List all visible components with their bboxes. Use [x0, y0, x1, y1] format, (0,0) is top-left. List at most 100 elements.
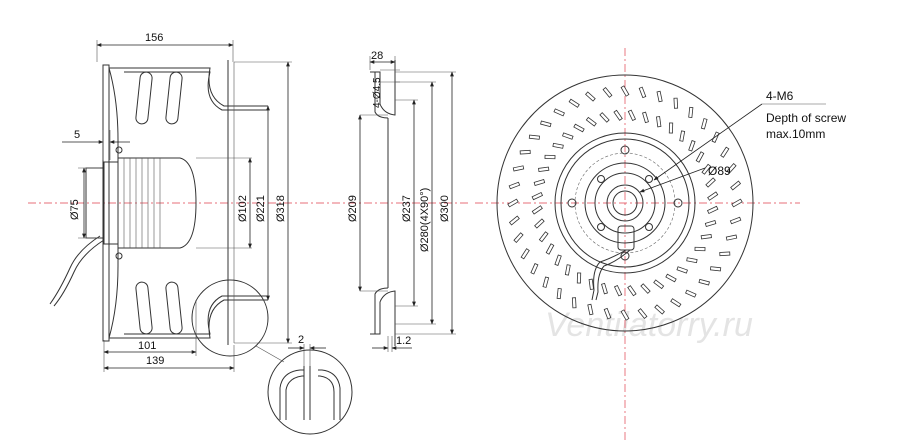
blade-slot	[706, 205, 719, 215]
section-view: 28 4-Ø4.5 Ø209 Ø237 Ø280(4X90°) Ø300 1.2	[347, 50, 456, 352]
blade-slot	[571, 297, 577, 309]
detail-view: 2	[267, 334, 353, 435]
blade-slot	[540, 120, 552, 128]
dim-d221: Ø221	[255, 195, 267, 222]
dim-d300: Ø300	[439, 195, 451, 222]
blade-slot	[568, 98, 580, 108]
blade-slot	[670, 298, 682, 308]
blade-slot	[638, 86, 647, 99]
blade-slot	[725, 234, 738, 241]
section-profile-top	[370, 60, 396, 116]
blade-slot	[585, 116, 597, 127]
screw-hole	[645, 175, 653, 183]
fan-blades	[507, 85, 743, 321]
blade-slot	[731, 198, 743, 208]
dim-156: 156	[145, 32, 163, 44]
blade-slot	[585, 91, 596, 102]
blade-slot	[512, 165, 525, 172]
blade-slot	[519, 149, 531, 155]
blade-slot	[676, 266, 688, 274]
dim-d318: Ø318	[275, 195, 287, 222]
blade-slot	[627, 109, 637, 122]
blade-slot	[620, 85, 630, 97]
side-top-shroud	[108, 67, 268, 160]
side-blade	[135, 281, 153, 335]
blade-slot	[695, 151, 705, 163]
blade-slot	[665, 273, 677, 283]
blade-slot	[601, 282, 608, 295]
blade-slot	[700, 118, 708, 130]
blade-slot	[688, 106, 694, 118]
blade-slot	[694, 246, 706, 252]
screw-note-line1: Depth of screw	[766, 111, 846, 125]
mount-hole	[620, 145, 630, 155]
blade-slot	[656, 116, 662, 128]
screw-hole	[597, 175, 605, 183]
dim-5: 5	[74, 129, 80, 141]
blade-slot	[642, 111, 649, 124]
dim-2: 2	[298, 334, 304, 346]
side-backplate	[102, 64, 110, 342]
blade-slot	[603, 307, 612, 320]
blade-slot	[726, 163, 737, 174]
blade-slot	[564, 264, 571, 276]
blade-slot	[685, 289, 697, 298]
blade-slot	[554, 254, 562, 266]
blade-slot	[673, 97, 679, 109]
blade-slot	[719, 251, 731, 257]
blade-slot	[562, 132, 574, 140]
blade-slot	[508, 215, 520, 226]
detail-callout-circle	[191, 279, 269, 357]
blade-slot	[588, 278, 594, 290]
dim-holes: 4-Ø4.5	[372, 77, 383, 108]
front-view: 4-M6 Depth of screw max.10mm Ø89	[496, 74, 846, 332]
blade-slot	[698, 278, 710, 286]
blade-slot	[507, 198, 519, 208]
blade-slot	[552, 142, 564, 149]
motor-fins	[123, 158, 161, 248]
blade-slot	[729, 216, 742, 225]
blade-slot	[573, 123, 585, 133]
blade-slot	[587, 303, 594, 316]
blade-slot	[520, 248, 530, 260]
blade-slot	[710, 266, 722, 272]
side-cable	[49, 235, 101, 305]
side-blade	[135, 71, 153, 125]
dim-139: 139	[146, 355, 164, 367]
blade-slot	[686, 257, 698, 264]
front-outer-rim	[496, 74, 754, 332]
dim-d280: Ø280(4X90°)	[419, 188, 431, 252]
blade-slot	[704, 220, 717, 227]
blade-slot	[720, 146, 730, 158]
blade-slot	[707, 191, 719, 201]
blade-slot	[688, 140, 696, 152]
watermark: Ventilatorry.ru	[545, 306, 753, 344]
screw-spec: 4-M6	[766, 89, 794, 103]
blade-slot	[576, 272, 582, 284]
blade-slot	[700, 234, 712, 240]
mount-hole	[673, 198, 683, 208]
front-inner-ring	[554, 132, 696, 274]
blade-slot	[531, 191, 544, 201]
side-view: 156 5 Ø75 Ø102 Ø221 Ø318 101 139	[49, 32, 292, 372]
blade-slot	[613, 109, 623, 121]
dim-d75: Ø75	[69, 199, 81, 220]
blade-slot	[508, 181, 521, 190]
terminal-box	[617, 225, 635, 251]
dim-101: 101	[138, 340, 156, 352]
blade-slot	[530, 263, 539, 275]
blade-slot	[538, 166, 550, 172]
dim-d102: Ø102	[237, 195, 249, 222]
dim-d89: Ø89	[708, 164, 731, 178]
dim-1-2: 1.2	[396, 335, 411, 347]
blade-slot	[637, 308, 648, 320]
screw-hole	[597, 223, 605, 231]
side-blade	[165, 281, 183, 335]
screw-note-line2: max.10mm	[766, 127, 825, 141]
blade-slot	[534, 218, 545, 229]
front-shaft	[606, 184, 644, 222]
front-cable	[591, 249, 627, 301]
blade-slot	[533, 179, 546, 186]
blade-slot	[542, 276, 550, 288]
